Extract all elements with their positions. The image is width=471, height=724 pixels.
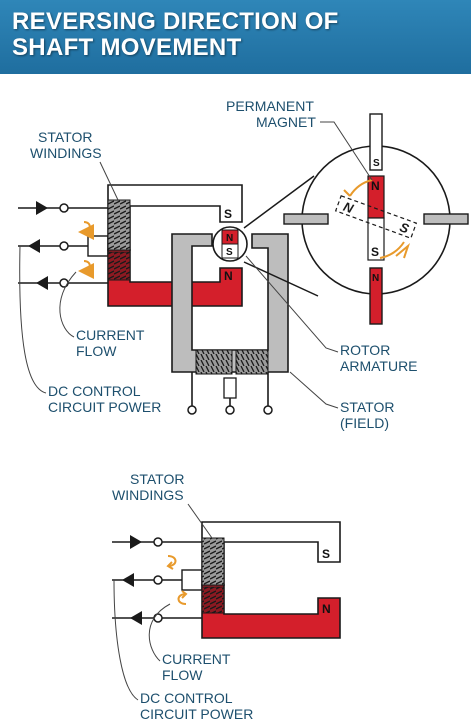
label-stator-windings-bottom-2: WINDINGS [112, 487, 184, 503]
wire-arrow-left [36, 276, 48, 290]
label-permanent-magnet-1: PERMANENT [226, 98, 314, 114]
label-dc-control-bottom-2: CIRCUIT POWER [140, 706, 253, 722]
current-flow-arrow [177, 593, 187, 605]
terminal [59, 203, 69, 213]
terminal [153, 613, 163, 623]
label-stator-field-1: STATOR [340, 399, 394, 415]
wire-arrow-right [130, 535, 142, 549]
label-current-flow-bottom-1: CURRENT [162, 651, 231, 667]
terminal [59, 241, 69, 251]
page-title: REVERSING DIRECTION OF SHAFT MOVEMENT [12, 9, 462, 61]
title-line-1: REVERSING DIRECTION OF [12, 8, 339, 35]
label-stator-windings-2: WINDINGS [30, 145, 102, 161]
label-rotor-armature-2: ARMATURE [340, 358, 418, 374]
current-flow-arrow [78, 221, 95, 240]
pole-n-bottom: N [322, 602, 331, 616]
rotor-pole-n: N [226, 233, 233, 244]
label-current-flow-2: FLOW [76, 343, 117, 359]
rotor-pole-s: S [226, 247, 233, 258]
bottom-stator-core: S N [201, 521, 341, 639]
terminal [187, 405, 197, 415]
pole-s-left: S [224, 207, 232, 221]
terminal [153, 537, 163, 547]
pole-s-bottom: S [322, 547, 330, 561]
detail-rotor-n: N [371, 179, 380, 193]
label-dc-control-bottom-1: DC CONTROL [140, 690, 233, 706]
title-line-2: SHAFT MOVEMENT [12, 34, 242, 61]
rotation-arc-top [349, 179, 373, 197]
label-current-flow-bottom-2: FLOW [162, 667, 203, 683]
label-rotor-armature-1: ROTOR [340, 342, 390, 358]
label-dc-control-2: CIRCUIT POWER [48, 399, 161, 415]
coil-lower [201, 586, 225, 614]
label-current-flow-1: CURRENT [76, 327, 145, 343]
stator-pole-top [369, 113, 383, 171]
stator-pole-right [423, 213, 469, 225]
label-permanent-magnet-2: MAGNET [256, 114, 316, 130]
rotor-detail: S N S N N S [283, 113, 469, 325]
top-control-wires [18, 201, 109, 290]
title-banner: REVERSING DIRECTION OF SHAFT MOVEMENT [0, 0, 471, 74]
wire-arrow-left [28, 239, 40, 253]
field-coil-left [195, 349, 233, 375]
bottom-control-wires [112, 535, 203, 625]
terminal [153, 575, 163, 585]
detail-rotor-s: S [371, 245, 379, 259]
wire-arrow-left [130, 611, 142, 625]
rotation-arc-bottom [379, 241, 405, 259]
detail-pole-s-top: S [373, 158, 380, 169]
left-stator-core: S N [107, 184, 243, 307]
coil-upper [201, 537, 225, 586]
wire-arrow-right [36, 201, 48, 215]
stator-pole-left [283, 213, 329, 225]
label-stator-windings-1: STATOR [38, 129, 92, 145]
label-stator-field-2: (FIELD) [340, 415, 389, 431]
label-dc-control-1: DC CONTROL [48, 383, 141, 399]
field-coil-right [235, 349, 269, 375]
terminal [59, 278, 69, 288]
coil-lower [107, 251, 131, 281]
pole-n-left: N [224, 269, 233, 283]
coil-upper [107, 199, 131, 251]
detail-pole-n-bottom: N [372, 273, 379, 284]
rotor-small: N S [212, 226, 248, 262]
label-stator-windings-bottom-1: STATOR [130, 471, 184, 487]
terminal [225, 405, 235, 415]
stator-pole-bottom [369, 267, 383, 325]
stator-field [171, 233, 289, 415]
wire-arrow-left [122, 573, 134, 587]
terminal [263, 405, 273, 415]
current-flow-arrow [167, 555, 177, 567]
current-flow-arrow [78, 260, 95, 279]
